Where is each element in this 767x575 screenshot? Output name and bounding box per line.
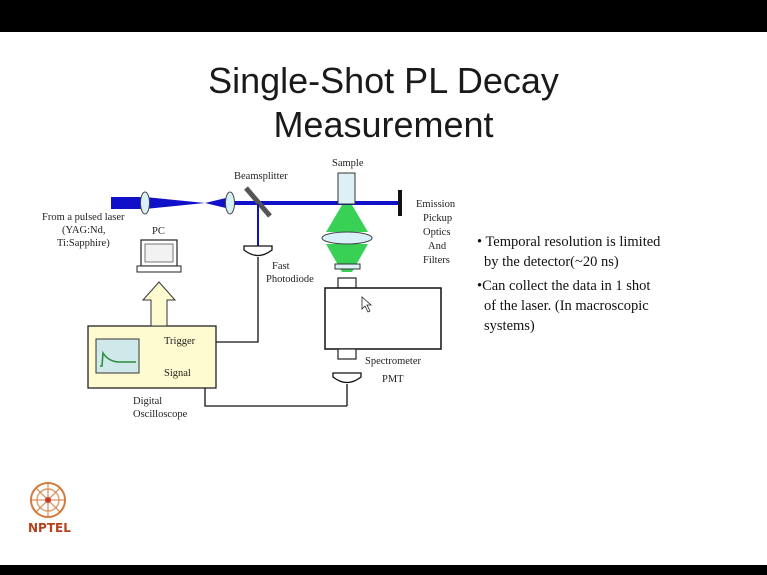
collimating-lens-icon: [225, 191, 235, 215]
photodiode-label-line2: Photodiode: [266, 274, 314, 285]
oscilloscope-label-line2: Oscilloscope: [133, 409, 188, 420]
data-arrow-icon: [141, 281, 177, 327]
slide: Single-Shot PL Decay Measurement: [0, 32, 767, 565]
beamsplitter-icon: [244, 186, 272, 218]
bullet2-line3: systems): [484, 318, 535, 334]
trigger-label: Trigger: [164, 336, 196, 347]
decay-trace: [100, 350, 136, 367]
sample-label: Sample: [332, 158, 364, 169]
setup-diagram: [30, 172, 442, 518]
pc-label: PC: [152, 226, 165, 237]
signal-cable: [204, 374, 347, 407]
laser-label-line3: Ti:Sapphire): [57, 238, 110, 249]
pickup-lens-icon: [321, 231, 373, 245]
pc-keyboard: [136, 265, 182, 273]
pc-screen: [144, 243, 174, 263]
emission-label-line1: Emission: [416, 199, 456, 210]
emission-label-line3: Optics: [423, 227, 451, 238]
beamsplitter-label: Beamsplitter: [234, 171, 288, 182]
laser-beam-input: [111, 197, 205, 209]
slide-title-line2: Measurement: [273, 104, 494, 145]
laser-label-line2: (YAG:Nd,: [62, 225, 106, 236]
nptel-logo-icon: [30, 482, 66, 518]
signal-label: Signal: [164, 368, 191, 379]
spectrometer-slit: [337, 277, 357, 289]
photodiode-icon: [243, 245, 273, 257]
spectrometer-box: [324, 287, 442, 350]
pmt-label: PMT: [382, 374, 404, 385]
bullet1-line2: by the detector(~20 ns): [484, 254, 619, 270]
input-lens-icon: [140, 191, 150, 215]
mouse-cursor-icon: [361, 296, 373, 313]
spectrometer-exit-slit: [337, 348, 357, 360]
emission-cone-bottom: [326, 244, 368, 272]
emission-label-line4: And: [428, 241, 447, 252]
emission-label-line5: Filters: [423, 255, 450, 266]
laser-beam-main: [230, 201, 400, 205]
pmt-icon: [332, 372, 362, 384]
nptel-logo-text: NPTEL: [28, 521, 71, 535]
bullet1-line1: • Temporal resolution is limited: [477, 234, 661, 250]
emission-label-line2: Pickup: [423, 213, 453, 224]
emission-filter: [334, 263, 361, 270]
spectrometer-label: Spectrometer: [365, 356, 421, 367]
photodiode-label-line1: Fast: [272, 261, 290, 272]
bullet2-line2: of the laser. (In macroscopic: [484, 298, 649, 314]
beam-dump: [398, 190, 402, 216]
laser-label-line1: From a pulsed laser: [42, 212, 125, 223]
laser-beam-expanding: [205, 197, 230, 209]
oscilloscope-label-line1: Digital: [133, 396, 163, 407]
emission-cone-top: [326, 205, 368, 232]
trigger-cable: [205, 257, 259, 343]
slide-title-line1: Single-Shot PL Decay: [208, 60, 559, 101]
bullet2-line1: •Can collect the data in 1 shot: [477, 278, 651, 294]
sample-cuvette: [337, 172, 356, 205]
